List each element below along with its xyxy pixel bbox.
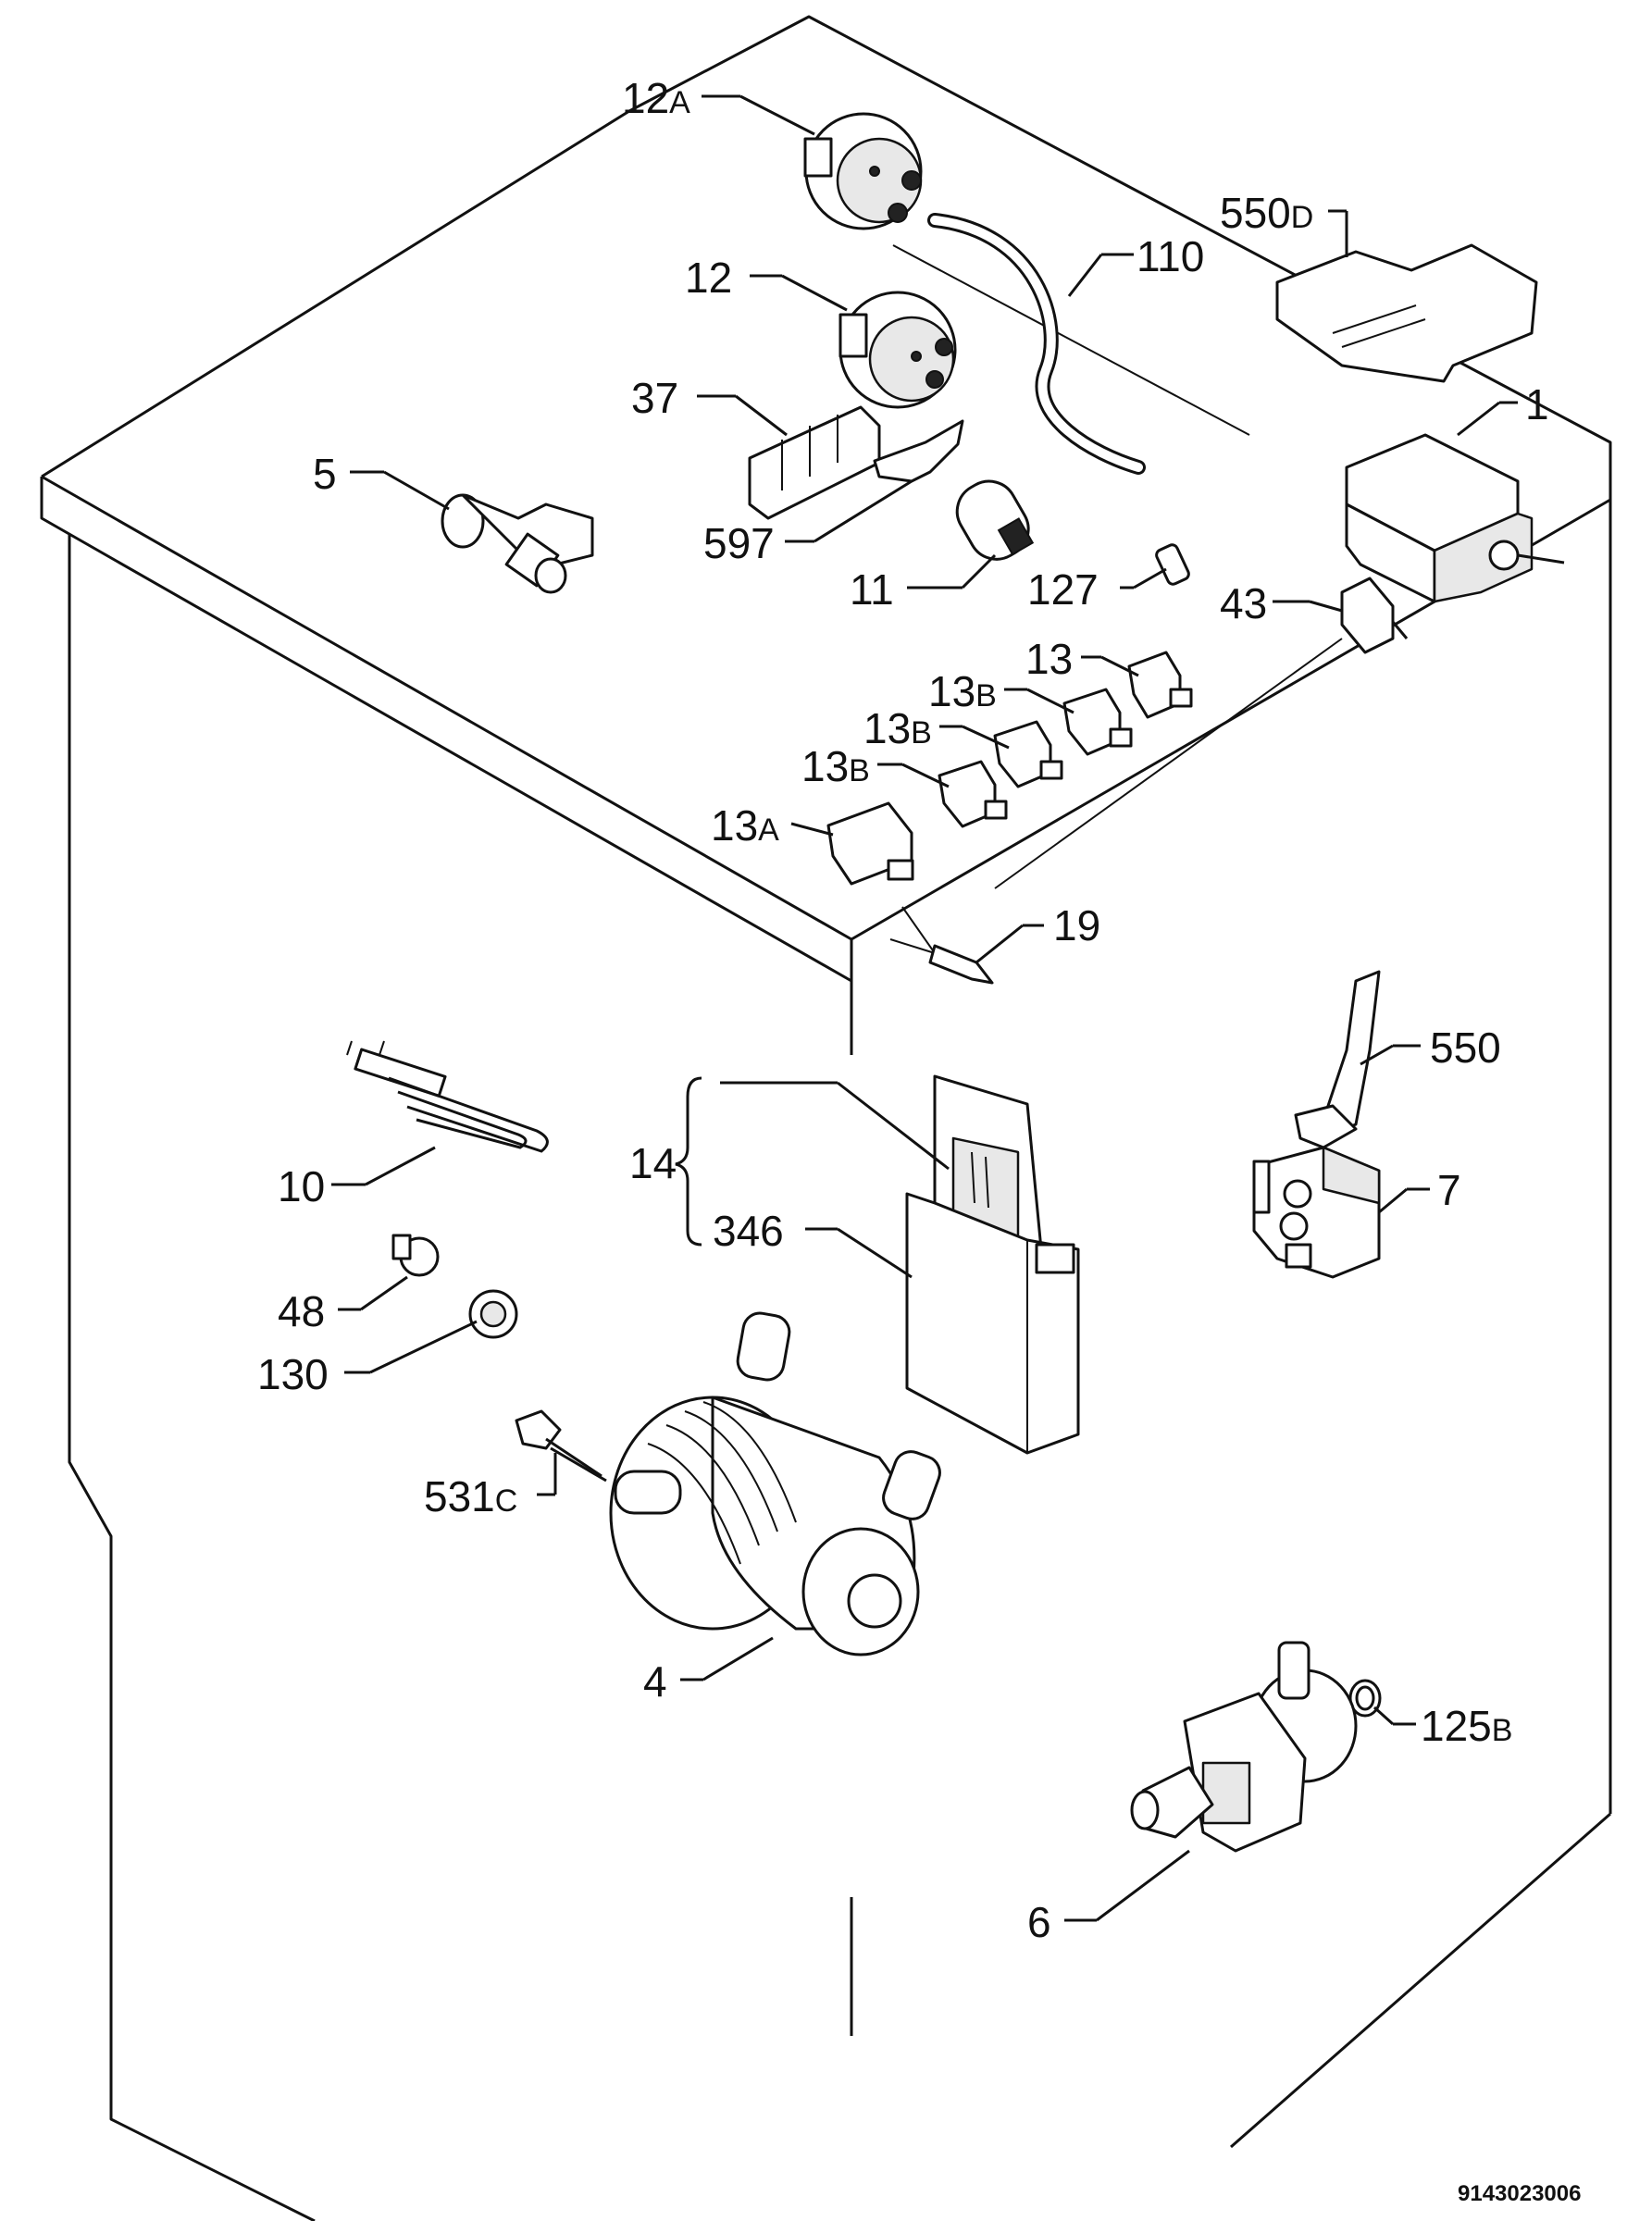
label-11: 11 <box>850 565 894 614</box>
label-531c: 531C <box>424 1472 517 1520</box>
label-14: 14 <box>629 1139 677 1187</box>
hose-110-inner <box>930 216 1143 472</box>
terminal-block-37 <box>748 405 881 520</box>
label-13b-2: 13B <box>863 704 932 752</box>
cabinet-outline <box>40 15 1612 2221</box>
label-13b-3: 13B <box>801 742 870 790</box>
label-110: 110 <box>1137 232 1204 280</box>
label-1: 1 <box>1525 380 1549 428</box>
label-7: 7 <box>1437 1166 1461 1214</box>
drawer-body-346 <box>905 1192 1080 1455</box>
label-550d: 550D <box>1220 189 1313 237</box>
label-13a: 13A <box>711 801 779 850</box>
water-valve-5 <box>441 493 594 594</box>
switch-48 <box>391 1234 440 1277</box>
label-13: 13 <box>1025 635 1073 683</box>
screw-531c <box>515 1409 607 1483</box>
connector-127 <box>1155 543 1190 586</box>
label-5: 5 <box>313 450 337 498</box>
label-13b-1: 13B <box>928 667 997 715</box>
gear-130 <box>468 1289 518 1339</box>
label-48: 48 <box>278 1287 325 1335</box>
hose-110 <box>927 213 1146 475</box>
label-550: 550 <box>1430 1024 1501 1072</box>
pressure-switch-12a <box>803 112 923 230</box>
connector-13b-2 <box>993 720 1063 788</box>
capacitor-11 <box>955 479 1035 561</box>
drain-pump-6 <box>1130 1641 1358 1853</box>
label-12a: 12A <box>622 74 690 122</box>
label-346: 346 <box>713 1207 784 1255</box>
part-labels: 12A 12 110 550D 37 1 5 597 11 127 43 13 … <box>257 74 1549 1946</box>
sensor-19 <box>889 906 994 985</box>
label-125b: 125B <box>1421 1702 1512 1750</box>
label-597: 597 <box>703 519 775 567</box>
connector-13b-3 <box>938 760 1008 828</box>
motor-4 <box>609 1311 941 1656</box>
switch-43 <box>1340 577 1409 654</box>
connector-13 <box>1127 651 1193 719</box>
label-130: 130 <box>257 1350 329 1398</box>
bracket-597 <box>873 419 964 483</box>
label-10: 10 <box>278 1162 325 1210</box>
heater-10 <box>346 1040 549 1153</box>
label-19: 19 <box>1053 901 1100 949</box>
programmer-1 <box>1345 433 1565 603</box>
label-43: 43 <box>1220 579 1267 627</box>
leader-lines <box>331 94 1518 1922</box>
cover-plate-550d <box>1275 243 1538 383</box>
label-4: 4 <box>643 1657 667 1706</box>
door-lock-7 <box>1252 1146 1381 1279</box>
connector-13a <box>826 801 914 886</box>
connector-13b-1 <box>1062 688 1133 756</box>
pressure-switch-12 <box>838 291 957 409</box>
label-37: 37 <box>631 374 678 422</box>
label-12: 12 <box>685 254 732 302</box>
label-127: 127 <box>1027 565 1099 614</box>
document-number: 9143023006 <box>1458 2181 1581 2206</box>
lever-550 <box>1294 970 1381 1149</box>
label-6: 6 <box>1027 1898 1051 1946</box>
